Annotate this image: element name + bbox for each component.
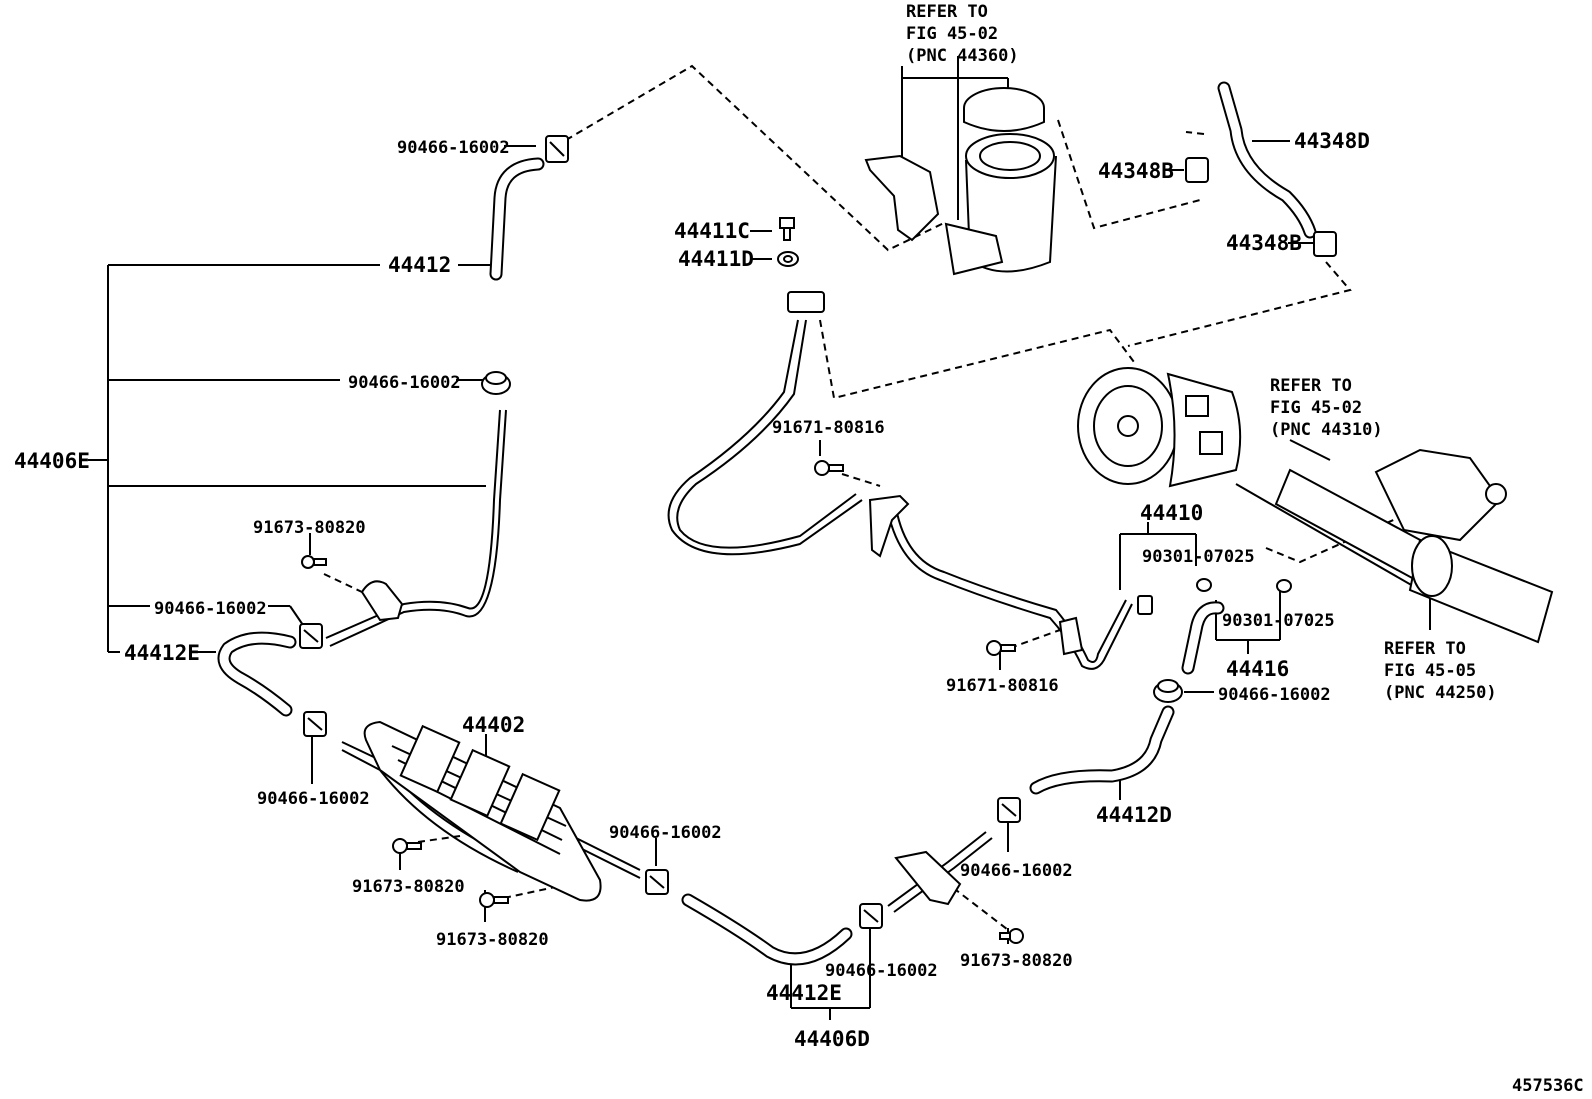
label-clamp-6: 90466-16002 [825, 961, 938, 981]
fitting-icon-1 [787, 291, 825, 313]
oil-cooler-44402 [363, 720, 602, 902]
label-44412E-upper: 44412E [124, 641, 200, 665]
leader-lines [88, 56, 1431, 1020]
steering-gear [1274, 448, 1554, 644]
clamp-icon-10 [1313, 231, 1337, 257]
label-44402: 44402 [462, 713, 525, 737]
label-44412E-lower: 44412E [766, 981, 842, 1005]
bolt-icon-44411C [779, 217, 795, 241]
illustration-id: 457536C [1512, 1076, 1584, 1096]
label-bolt-91673-2: 91673-80820 [352, 877, 465, 897]
label-44406E: 44406E [14, 449, 90, 473]
reservoir [944, 87, 1057, 276]
bolt-icon-4 [999, 928, 1024, 944]
bolt-icon-6 [814, 460, 844, 476]
gasket-icon-44411D [777, 251, 799, 267]
label-44411C: 44411C [674, 219, 750, 243]
label-oring-1: 90301-07025 [1142, 547, 1255, 567]
label-bolt-91673-4: 91673-80820 [960, 951, 1073, 971]
label-bolt-91671-1: 91671-80816 [772, 418, 885, 438]
label-bolt-91673-1: 91673-80820 [253, 518, 366, 538]
refer-reservoir-line-3: (PNC 44360) [906, 46, 1019, 66]
label-44348B-1: 44348B [1098, 159, 1174, 183]
label-bolt-91671-2: 91671-80816 [946, 676, 1059, 696]
label-clamp-3: 90466-16002 [154, 599, 267, 619]
label-oring-2: 90301-07025 [1222, 611, 1335, 631]
label-44411D: 44411D [678, 247, 754, 271]
label-clamp-8: 90466-16002 [1218, 685, 1331, 705]
clamp-icon-3 [299, 623, 323, 649]
label-44348B-2: 44348B [1226, 231, 1302, 255]
clamp-icon-6 [859, 903, 883, 929]
label-44406D: 44406D [794, 1027, 870, 1051]
bolt-icon-3 [479, 892, 509, 908]
clamps [299, 135, 1337, 929]
label-clamp-4: 90466-16002 [257, 789, 370, 809]
refer-pump-line-3: (PNC 44310) [1270, 420, 1383, 440]
oring-icon-1 [1196, 578, 1212, 592]
refer-gear-line-1: REFER TO [1384, 639, 1466, 659]
clamp-icon-4 [303, 711, 327, 737]
power-steering-pump [1077, 367, 1242, 488]
clamp-icon-9 [1185, 157, 1209, 183]
label-44412: 44412 [388, 253, 451, 277]
label-clamp-5: 90466-16002 [609, 823, 722, 843]
label-44412D: 44412D [1096, 803, 1172, 827]
label-44416: 44416 [1226, 657, 1289, 681]
refer-reservoir-line-2: FIG 45-02 [906, 24, 998, 44]
refer-pump-line-2: FIG 45-02 [1270, 398, 1362, 418]
label-44410: 44410 [1140, 501, 1203, 525]
dashed-lines [323, 64, 1461, 937]
clamp-icon-7 [997, 797, 1021, 823]
bolt-icon-5 [986, 640, 1016, 656]
refer-pump-line-1: REFER TO [1270, 376, 1352, 396]
label-clamp-7: 90466-16002 [960, 861, 1073, 881]
label-bolt-91673-3: 91673-80820 [436, 930, 549, 950]
refer-gear-line-2: FIG 45-05 [1384, 661, 1476, 681]
clamp-icon-5 [645, 869, 669, 895]
hoses [217, 81, 1317, 966]
label-44348D: 44348D [1294, 129, 1370, 153]
clamp-icon-2 [481, 371, 511, 395]
clamp-icon-8 [1153, 679, 1183, 703]
clamp-icon-1 [545, 135, 569, 163]
fitting-icon-2 [1137, 595, 1153, 615]
refer-gear-line-3: (PNC 44250) [1384, 683, 1497, 703]
label-clamp-2: 90466-16002 [348, 373, 461, 393]
bolt-icon-1 [301, 555, 327, 569]
label-clamp-1: 90466-16002 [397, 138, 510, 158]
brackets [360, 154, 1084, 906]
bolt-icon-2 [392, 838, 422, 854]
refer-reservoir-line-1: REFER TO [906, 2, 988, 22]
labels: REFER TO FIG 45-02 (PNC 44360) REFER TO … [14, 2, 1584, 1096]
bolts [301, 217, 1292, 944]
oring-icon-2 [1276, 579, 1292, 593]
